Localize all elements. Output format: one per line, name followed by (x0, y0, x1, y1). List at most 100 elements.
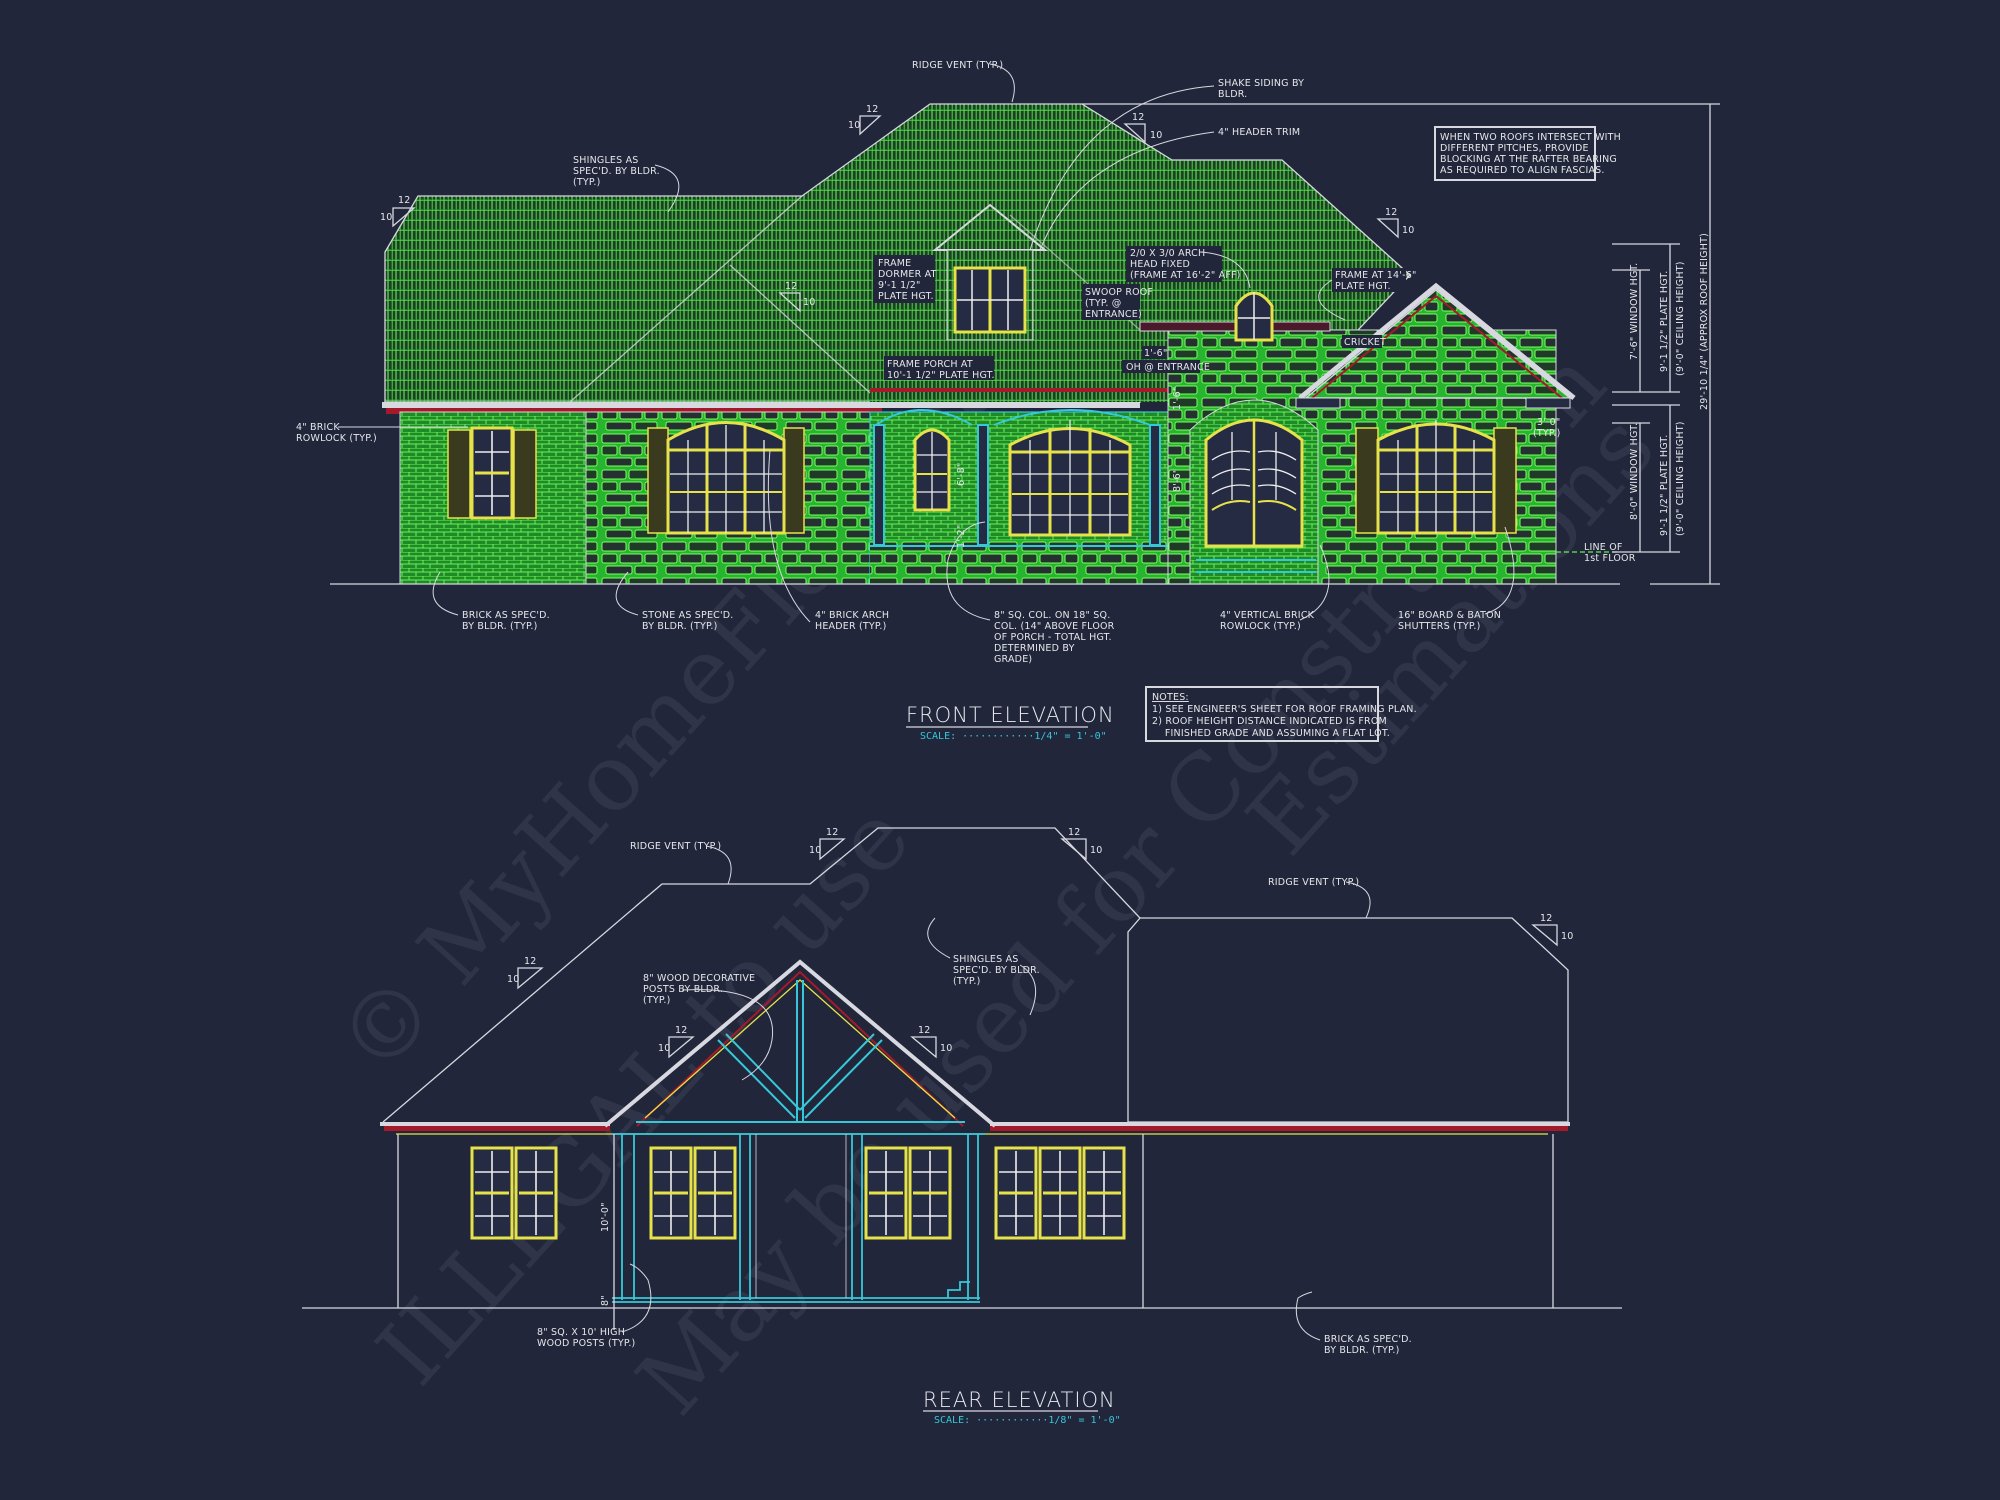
svg-text:4" VERTICAL BRICK: 4" VERTICAL BRICK (1220, 610, 1315, 621)
svg-text:10'-1 1/2" PLATE HGT.: 10'-1 1/2" PLATE HGT. (887, 370, 995, 381)
svg-text:(TYP. @: (TYP. @ (1085, 298, 1122, 309)
svg-text:6'-8": 6'-8" (956, 463, 967, 487)
rear-elevation-title: REAR ELEVATION (923, 1388, 1116, 1412)
svg-text:BLDR.: BLDR. (1218, 89, 1247, 100)
roof-intersect-note: WHEN TWO ROOFS INTERSECT WITH DIFFERENT … (1434, 126, 1621, 181)
svg-text:WHEN TWO ROOFS INTERSECT WITH: WHEN TWO ROOFS INTERSECT WITH (1440, 132, 1621, 143)
svg-text:10: 10 (940, 1043, 953, 1054)
rear-callouts: RIDGE VENT (TYP.) RIDGE VENT (TYP.) 8" W… (537, 841, 1412, 1356)
svg-text:FRAME: FRAME (878, 258, 911, 269)
svg-text:AS REQUIRED TO ALIGN FASCIAS.: AS REQUIRED TO ALIGN FASCIAS. (1440, 165, 1605, 176)
svg-text:10: 10 (507, 974, 520, 985)
svg-text:DIFFERENT PITCHES, PROVIDE: DIFFERENT PITCHES, PROVIDE (1440, 143, 1589, 154)
window-right-stone (1355, 420, 1517, 535)
svg-text:12: 12 (1540, 913, 1553, 924)
dim-roof-height: 29'-10 1/4" (APPROX ROOF HEIGHT) (1699, 233, 1710, 410)
svg-text:SPEC'D. BY BLDR.: SPEC'D. BY BLDR. (573, 166, 660, 177)
svg-text:1'-6": 1'-6" (1172, 387, 1183, 411)
svg-text:(TYP.): (TYP.) (953, 976, 981, 987)
svg-text:FINISHED GRADE AND ASSUMING A: FINISHED GRADE AND ASSUMING A FLAT LOT. (1152, 728, 1390, 739)
svg-text:4" HEADER TRIM: 4" HEADER TRIM (1218, 127, 1300, 138)
svg-text:8" SQ. COL. ON 18" SQ.: 8" SQ. COL. ON 18" SQ. (994, 610, 1110, 621)
svg-text:DETERMINED BY: DETERMINED BY (994, 643, 1075, 654)
svg-text:ROWLOCK (TYP.): ROWLOCK (TYP.) (1220, 621, 1301, 632)
rear-window-4 (994, 1146, 1126, 1240)
svg-text:4" BRICK: 4" BRICK (296, 422, 340, 433)
dim-upper-window: 7'-6" WINDOW HGT. (1629, 263, 1640, 360)
svg-text:12: 12 (826, 827, 839, 838)
svg-text:HEADER (TYP.): HEADER (TYP.) (815, 621, 886, 632)
svg-text:GRADE): GRADE) (994, 654, 1032, 665)
notes-box: NOTES: 1) SEE ENGINEER'S SHEET FOR ROOF … (1145, 686, 1417, 742)
svg-text:2/0 X 3/0 ARCH: 2/0 X 3/0 ARCH (1130, 248, 1205, 259)
svg-text:SPEC'D. BY BLDR.: SPEC'D. BY BLDR. (953, 965, 1040, 976)
pitch-symbols-rear: 12 10 12 10 12 10 12 10 12 10 12 10 (507, 827, 1574, 1059)
svg-text:12: 12 (1385, 207, 1398, 218)
svg-text:12: 12 (785, 281, 798, 292)
svg-text:12: 12 (398, 195, 411, 206)
rear-roof-outline (382, 827, 1141, 1123)
svg-text:10: 10 (803, 297, 816, 308)
dim-lower-window: 8'-0" WINDOW HGT. (1629, 423, 1640, 520)
svg-text:1'-6": 1'-6" (1144, 348, 1168, 359)
svg-text:4" BRICK ARCH: 4" BRICK ARCH (815, 610, 889, 621)
rear-elevation: 10'-0" 8" 12 10 12 10 12 10 12 10 12 10 … (302, 827, 1622, 1426)
svg-text:SHUTTERS (TYP.): SHUTTERS (TYP.) (1398, 621, 1481, 632)
svg-text:HEAD FIXED: HEAD FIXED (1130, 259, 1190, 270)
window-porch-narrow (913, 428, 951, 512)
svg-text:8": 8" (600, 1295, 611, 1306)
svg-text:SHAKE SIDING BY: SHAKE SIDING BY (1218, 78, 1304, 89)
dormer (932, 203, 1048, 341)
svg-text:3'-0": 3'-0" (1537, 417, 1561, 428)
rear-gable (603, 959, 997, 1128)
svg-text:BLOCKING AT THE RAFTER BEARING: BLOCKING AT THE RAFTER BEARING (1440, 154, 1617, 165)
svg-text:8" WOOD DECORATIVE: 8" WOOD DECORATIVE (643, 973, 755, 984)
svg-text:12: 12 (524, 956, 537, 967)
svg-text:16" BOARD & BATON: 16" BOARD & BATON (1398, 610, 1501, 621)
svg-text:10: 10 (809, 845, 822, 856)
svg-text:2) ROOF HEIGHT DISTANCE INDICA: 2) ROOF HEIGHT DISTANCE INDICATED IS FRO… (1152, 716, 1387, 727)
front-callouts: RIDGE VENT (TYP.) SHAKE SIDING BY BLDR. … (296, 60, 1636, 665)
svg-text:12: 12 (675, 1025, 688, 1036)
svg-text:BY BLDR. (TYP.): BY BLDR. (TYP.) (642, 621, 718, 632)
svg-text:OF PORCH - TOTAL HGT.: OF PORCH - TOTAL HGT. (994, 632, 1112, 643)
svg-text:10: 10 (1561, 931, 1574, 942)
svg-text:LINE OF: LINE OF (1584, 542, 1623, 553)
svg-text:COL. (14" ABOVE FLOOR: COL. (14" ABOVE FLOOR (994, 621, 1115, 632)
front-elevation-title: FRONT ELEVATION (906, 703, 1115, 727)
front-dimensions (1612, 103, 1720, 585)
svg-text:10: 10 (848, 120, 861, 131)
svg-text:1'-2": 1'-2" (956, 525, 967, 549)
entry-door (1189, 399, 1319, 585)
svg-text:SWOOP ROOF: SWOOP ROOF (1085, 287, 1153, 298)
svg-text:FRAME AT 14'-6": FRAME AT 14'-6" (1335, 270, 1417, 281)
svg-text:12: 12 (918, 1025, 931, 1036)
svg-text:ROWLOCK (TYP.): ROWLOCK (TYP.) (296, 433, 377, 444)
pitch-symbols-front: 12 10 12 10 12 10 12 10 12 10 (380, 104, 1415, 313)
svg-text:SHINGLES AS: SHINGLES AS (573, 155, 639, 166)
window-porch-large (1008, 420, 1132, 537)
dim-upper-plate: 9'-1 1/2" PLATE HGT. (1659, 270, 1670, 372)
svg-text:NOTES:: NOTES: (1152, 692, 1189, 703)
svg-text:12: 12 (866, 104, 879, 115)
window-stone-arched (647, 421, 805, 535)
dim-lower-ceiling: (9'-0" CEILING HEIGHT) (1675, 421, 1686, 536)
svg-text:OH @ ENTRANCE: OH @ ENTRANCE (1126, 362, 1210, 373)
svg-text:10: 10 (1402, 225, 1415, 236)
svg-text:STONE AS SPEC'D.: STONE AS SPEC'D. (642, 610, 734, 621)
window-left-brick (447, 426, 537, 520)
svg-text:10: 10 (658, 1043, 671, 1054)
callout-ridge-vent: RIDGE VENT (TYP.) (912, 60, 1003, 71)
svg-text:9'-1 1/2": 9'-1 1/2" (878, 280, 921, 291)
svg-text:1st FLOOR: 1st FLOOR (1584, 553, 1636, 564)
svg-text:(TYP.): (TYP.) (643, 995, 671, 1006)
svg-text:12: 12 (1132, 112, 1145, 123)
front-elevation-scale: SCALE: ············1/4" = 1'-0" (920, 731, 1107, 742)
rear-window-2 (649, 1146, 737, 1240)
rear-elevation-scale: SCALE: ············1/8" = 1'-0" (934, 1415, 1121, 1426)
svg-text:(FRAME AT 16'-2" AFF): (FRAME AT 16'-2" AFF) (1130, 270, 1241, 281)
dim-upper-ceiling: (9'-0" CEILING HEIGHT) (1675, 261, 1686, 376)
svg-text:8'-6": 8'-6" (1172, 469, 1183, 493)
svg-text:PLATE HGT.: PLATE HGT. (878, 291, 934, 302)
